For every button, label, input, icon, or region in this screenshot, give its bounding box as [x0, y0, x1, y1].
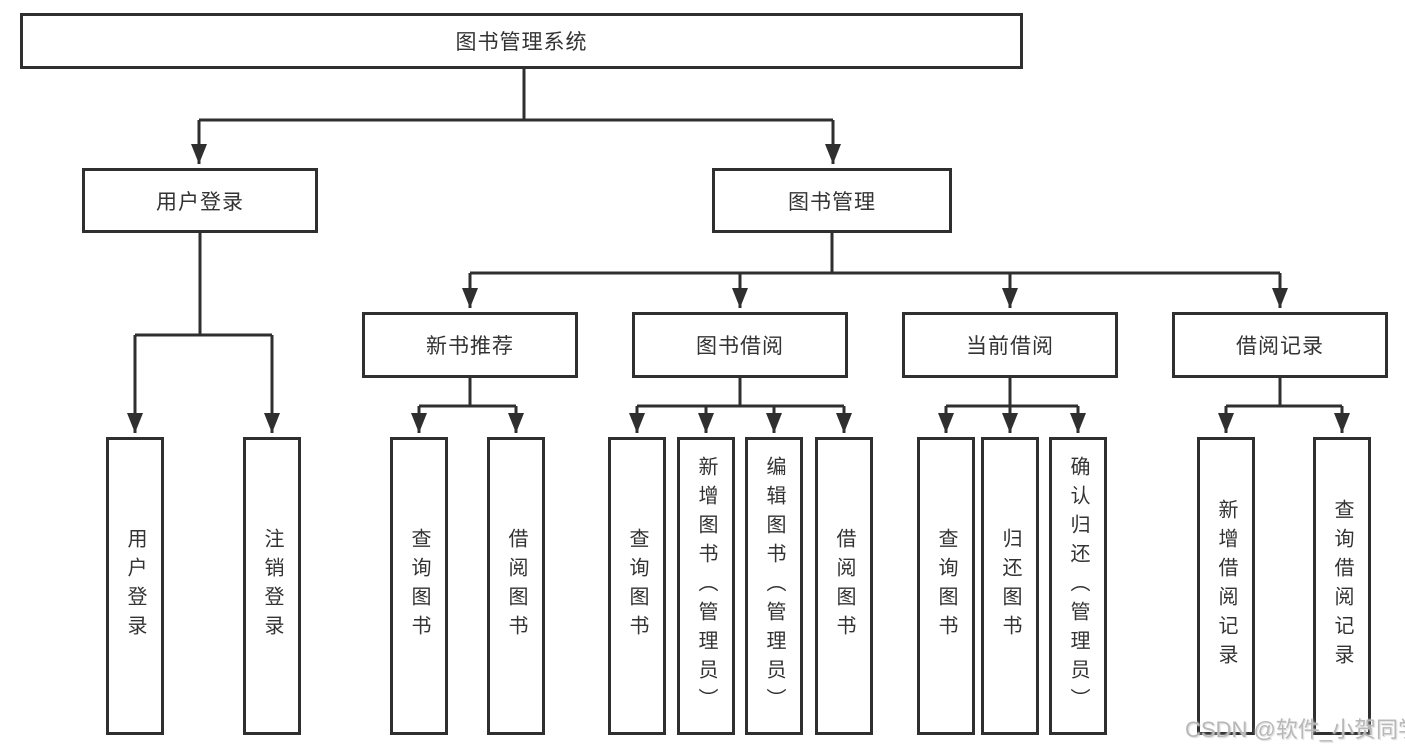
- node-book-management: 图书管理: [712, 168, 952, 233]
- node-borrow-records: 借阅记录: [1172, 312, 1388, 378]
- leaf-edit-books-admin: 编辑图书（管理员）: [745, 437, 803, 735]
- node-user-login-label: 用户登录: [156, 190, 244, 214]
- leaf-edit-books-admin-label: 编辑图书（管理员）: [763, 455, 785, 717]
- csdn-watermark: CSDN @软件_小贺同学: [1185, 717, 1405, 742]
- node-book-management-label: 图书管理: [788, 190, 876, 214]
- leaf-add-books-admin: 新增图书（管理员）: [677, 437, 735, 735]
- leaf-logout-label: 注销登录: [261, 528, 283, 644]
- node-borrow-records-label: 借阅记录: [1236, 335, 1324, 358]
- leaf-borrow-books: 借阅图书: [815, 437, 873, 735]
- leaf-query-books-recommend-label: 查询图书: [408, 528, 430, 644]
- node-current-borrow-label: 当前借阅: [966, 335, 1054, 358]
- node-library-system-label: 图书管理系统: [455, 31, 588, 54]
- leaf-return-books: 归还图书: [981, 437, 1039, 735]
- leaf-confirm-return-admin-label: 确认归还（管理员）: [1067, 455, 1089, 717]
- node-current-borrow: 当前借阅: [902, 312, 1118, 378]
- leaf-query-books-current-label: 查询图书: [935, 528, 957, 644]
- node-library-system: 图书管理系统: [20, 13, 1023, 69]
- leaf-query-books-borrow: 查询图书: [608, 437, 666, 735]
- leaf-user-login: 用户登录: [106, 437, 164, 735]
- leaf-borrow-books-recommend: 借阅图书: [487, 437, 545, 735]
- leaf-add-borrow-record-label: 新增借阅记录: [1215, 499, 1237, 673]
- leaf-query-books-current: 查询图书: [917, 437, 975, 735]
- leaf-add-borrow-record: 新增借阅记录: [1197, 437, 1255, 735]
- leaf-query-borrow-record: 查询借阅记录: [1313, 437, 1371, 735]
- leaf-user-login-label: 用户登录: [124, 528, 146, 644]
- leaf-borrow-books-recommend-label: 借阅图书: [505, 528, 527, 644]
- leaf-query-borrow-record-label: 查询借阅记录: [1331, 499, 1353, 673]
- leaf-query-books-recommend: 查询图书: [390, 437, 448, 735]
- leaf-borrow-books-label: 借阅图书: [833, 528, 855, 644]
- node-user-login: 用户登录: [82, 168, 318, 233]
- leaf-confirm-return-admin: 确认归还（管理员）: [1049, 437, 1107, 735]
- leaf-query-books-borrow-label: 查询图书: [626, 528, 648, 644]
- node-book-borrow: 图书借阅: [632, 312, 848, 378]
- node-book-borrow-label: 图书借阅: [696, 335, 784, 358]
- node-new-book-recommend: 新书推荐: [362, 312, 578, 378]
- node-new-book-recommend-label: 新书推荐: [426, 335, 514, 358]
- leaf-add-books-admin-label: 新增图书（管理员）: [695, 455, 717, 717]
- leaf-return-books-label: 归还图书: [999, 528, 1021, 644]
- leaf-logout: 注销登录: [243, 437, 301, 735]
